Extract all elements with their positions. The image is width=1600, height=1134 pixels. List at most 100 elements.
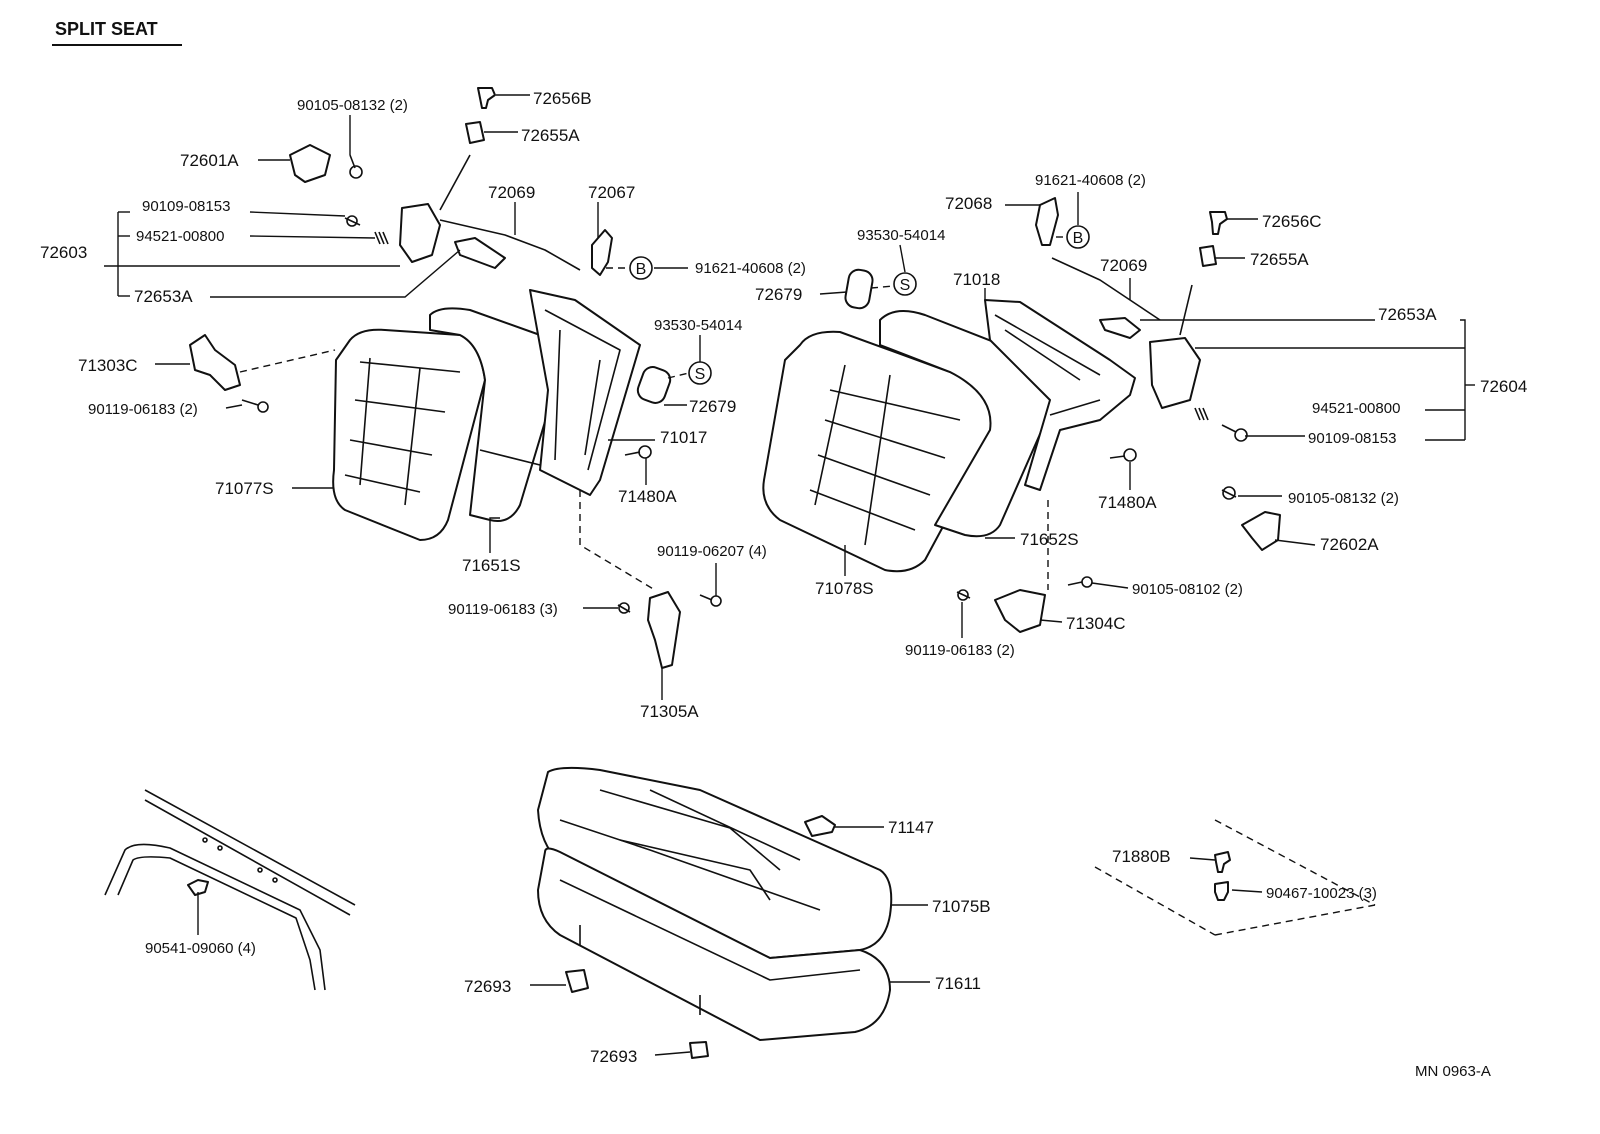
label-71303c: 71303C	[78, 356, 138, 375]
label-72653a-left: 72653A	[134, 287, 193, 306]
seatback-frame-71018	[984, 299, 1136, 491]
hinge-71305a	[647, 591, 681, 669]
diagram-title: SPLIT SEAT	[55, 19, 158, 39]
bolt-90119-06207-icon	[699, 594, 722, 607]
escutcheon-72655a-right	[1199, 245, 1217, 267]
seat-cushion-pad-71611	[537, 847, 891, 1041]
label-72656b: 72656B	[533, 89, 592, 108]
bolt-90109-08153-left-icon	[344, 215, 361, 227]
label-94521-00800-left: 94521-00800	[136, 228, 224, 245]
seatback-cover-71078s	[762, 330, 997, 573]
cable-72069-left	[439, 219, 581, 271]
bolt-90119-06183-right-icon	[956, 589, 971, 601]
knob-72656c	[1209, 211, 1228, 235]
label-72693-a: 72693	[464, 977, 511, 996]
dash-s-right	[870, 285, 895, 289]
knob-72656b	[477, 87, 496, 109]
label-72693-b: 72693	[590, 1047, 637, 1066]
stopper-71880b	[1214, 851, 1231, 873]
label-71077s: 71077S	[215, 479, 274, 498]
label-94521-00800-right: 94521-00800	[1312, 400, 1400, 417]
bolt-90105-08132-left-icon	[349, 154, 363, 179]
spring-94521-00800-left-icon	[374, 231, 389, 245]
panel-90541-09060	[104, 789, 356, 991]
bolt-90109-08153-right-icon	[1221, 424, 1248, 442]
label-71880b: 71880B	[1112, 847, 1171, 866]
leader-lines	[104, 94, 1475, 1056]
panel-outline-right	[1094, 819, 1376, 936]
label-72679-left: 72679	[689, 397, 736, 416]
label-72604: 72604	[1480, 377, 1527, 396]
label-72603: 72603	[40, 243, 87, 262]
callout-s-right	[893, 272, 917, 296]
label-90109-08153-right: 90109-08153	[1308, 430, 1396, 447]
seatback-frame-71017	[529, 289, 641, 496]
label-90105-08102: 90105-08102 (2)	[1132, 581, 1243, 598]
callout-s-left-text: S	[695, 366, 706, 383]
label-71652s: 71652S	[1020, 530, 1079, 549]
hinge-71304c	[994, 589, 1046, 633]
clip-90467-10023	[1214, 881, 1229, 901]
label-71305a: 71305A	[640, 702, 699, 721]
grommet-72679-right	[844, 268, 874, 310]
footer-code: MN 0963-A	[1415, 1063, 1491, 1080]
label-72069-right: 72069	[1100, 256, 1147, 275]
label-71017: 71017	[660, 428, 707, 447]
label-72602a: 72602A	[1320, 535, 1379, 554]
label-90105-08132-right: 90105-08132 (2)	[1288, 490, 1399, 507]
grommet-72679-left	[636, 366, 672, 404]
rod-left	[439, 154, 471, 211]
label-71078s: 71078S	[815, 579, 874, 598]
bolt-71480a-right-icon	[1109, 448, 1137, 462]
clip-90541-09060-icon	[187, 879, 209, 896]
label-71480a-right: 71480A	[1098, 493, 1157, 512]
rod-right	[1179, 284, 1193, 336]
label-90109-08153-left: 90109-08153	[142, 198, 230, 215]
label-72068: 72068	[945, 194, 992, 213]
label-90105-08132-top: 90105-08132 (2)	[297, 97, 408, 114]
label-71018: 71018	[953, 270, 1000, 289]
label-90541-09060: 90541-09060 (4)	[145, 940, 256, 957]
label-71147: 71147	[888, 818, 934, 837]
callout-b-right-text: B	[1073, 230, 1084, 247]
dash-71305a	[579, 490, 656, 591]
clip-71147	[804, 815, 836, 837]
callout-s-right-text: S	[900, 277, 911, 294]
label-90119-06183-3: 90119-06183 (3)	[448, 601, 558, 618]
label-72653a-right: 72653A	[1378, 305, 1437, 324]
bracket-72602a	[1241, 511, 1281, 551]
dash-s-left	[667, 372, 690, 379]
label-72656c: 72656C	[1262, 212, 1322, 231]
lever-72067	[591, 229, 613, 276]
bolt-90105-08132-right-icon	[1221, 486, 1237, 500]
bolt-71480a-left-icon	[624, 445, 652, 459]
label-72655a-left: 72655A	[521, 126, 580, 145]
label-71651s: 71651S	[462, 556, 521, 575]
bolt-90119-06183-3-icon	[617, 602, 631, 614]
label-72067: 72067	[588, 183, 635, 202]
label-72601a: 72601A	[180, 151, 239, 170]
seatback-pad-71651s	[429, 307, 563, 522]
callout-b-left-text: B	[636, 261, 647, 278]
label-93530-54014-right: 93530-54014	[857, 227, 945, 244]
lever-72068	[1035, 197, 1059, 246]
label-72655a-right: 72655A	[1250, 250, 1309, 269]
lock-assy-72603	[399, 203, 441, 263]
leader-71303c-dashed	[239, 349, 336, 373]
label-93530-54014-left: 93530-54014	[654, 317, 742, 334]
lock-cover-72653a-right	[1099, 317, 1141, 339]
bolt-90119-06183-left-icon	[241, 399, 269, 413]
lock-cover-72653a-left	[454, 237, 506, 269]
callout-b-right	[1066, 225, 1090, 249]
label-91621-40608-left: 91621-40608 (2)	[695, 260, 806, 277]
label-71075b: 71075B	[932, 897, 991, 916]
escutcheon-72655a-left	[465, 121, 485, 144]
bracket-71303c	[189, 334, 241, 391]
label-71304c: 71304C	[1066, 614, 1126, 633]
label-90119-06183-right: 90119-06183 (2)	[905, 642, 1015, 659]
label-72679-right: 72679	[755, 285, 802, 304]
label-71611: 71611	[935, 974, 981, 993]
cable-72069-right	[1051, 257, 1161, 321]
clip-72693-a	[565, 969, 589, 993]
